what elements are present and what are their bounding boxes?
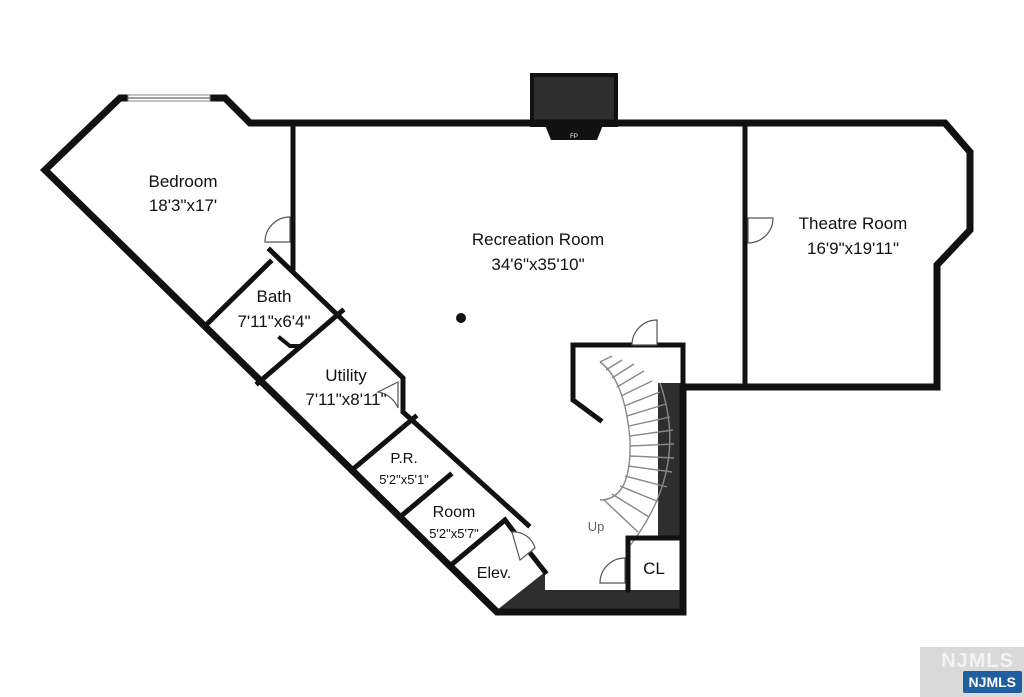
recreation-label: Recreation Room [472,230,604,249]
closet-door [599,557,626,584]
exterior-wall [39,94,974,616]
bedroom-door [264,216,291,243]
theatre-dim: 16'9"x19'11" [807,239,899,258]
stair-treads [599,355,675,533]
theatre-door [747,217,774,244]
elev-label: Elev. [477,565,511,582]
recreation-dim: 34'6"x35'10" [491,255,584,274]
bath-label: Bath [257,287,292,306]
utility-dim: 7'11"x8'11" [305,390,386,409]
pr-dim: 5'2"x5'1" [379,472,429,487]
bath-dim: 7'11"x6'4" [237,312,310,331]
stairs-up-label: Up [588,519,605,534]
watermark-logo: NJMLS [941,650,1014,672]
room-label: Room [433,504,476,521]
stair-enclosure [570,342,686,424]
mls-badge: NJMLS [962,671,1022,693]
fireplace-label: FP [570,134,578,140]
utility-label: Utility [325,366,367,385]
fireplace-hearth [545,125,603,140]
elevator-door [511,531,536,562]
bedroom-dim: 18'3"x17' [149,196,217,215]
stair-shaft-fill [658,383,683,538]
room-dim: 5'2"x5'7" [429,526,479,541]
utility-door [376,381,399,409]
pr-label: P.R. [390,450,417,467]
center-marker [456,313,466,323]
fireplace-chimney [530,73,618,127]
theatre-label: Theatre Room [799,214,908,233]
closet-label: CL [643,559,665,578]
elevator-shaft-fill [497,572,683,612]
closet-walls [625,535,686,593]
bedroom-label: Bedroom [149,172,218,191]
stair-door [631,319,658,346]
